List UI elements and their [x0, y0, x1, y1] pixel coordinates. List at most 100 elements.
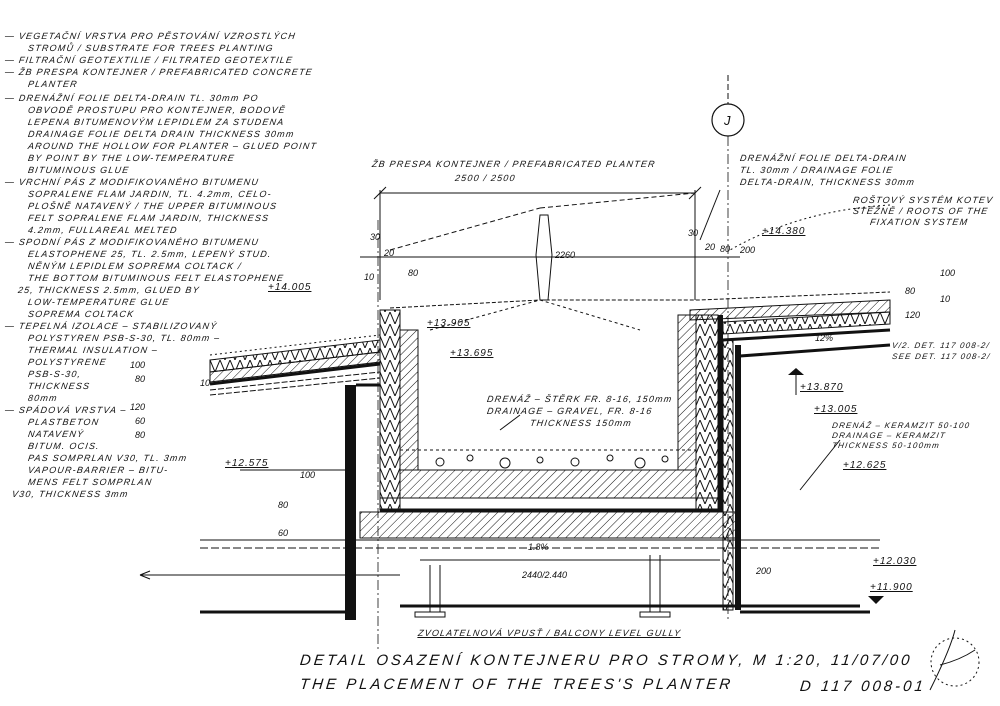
- inner-width: 2260: [555, 250, 576, 260]
- note-line: PSB-S-30,: [27, 369, 83, 379]
- dim: 20: [705, 242, 716, 252]
- note-line: AROUND THE HOLLOW FOR PLANTER – GLUED PO…: [27, 141, 318, 151]
- dim: 30: [688, 228, 699, 238]
- note-line: V30, THICKNESS 3mm: [11, 489, 130, 499]
- dim: 80: [408, 268, 419, 278]
- layer-dim: 60: [135, 416, 146, 426]
- note-line: FELT SOPRALENE FLAM JARDIN, THICKNESS: [27, 213, 270, 223]
- level-13695: +13.695: [450, 348, 494, 359]
- level-12575: +12.575: [225, 458, 269, 469]
- note-line: LEPENA BITUMENOVÝM LEPIDLEM ZA STUDENA: [27, 117, 286, 127]
- dim: 200: [740, 245, 756, 255]
- note-line: OBVODĚ PROSTUPU PRO KONTEJNER, BODOVĚ: [27, 105, 287, 115]
- note-line: TL. 30mm / DRAINAGE FOLIE: [739, 165, 895, 175]
- layer-dim: 120: [130, 402, 146, 412]
- right-roof-build-up: [689, 299, 891, 611]
- note-line: PLOŠNĚ NATAVENÝ / THE UPPER BITUMINOUS: [27, 201, 279, 211]
- slope: 1.8%: [528, 542, 549, 552]
- title-cz: DETAIL OSAZENÍ KONTEJNERU PRO STROMY, M …: [299, 652, 914, 669]
- slope: 12%: [815, 333, 834, 343]
- level-13005: +13.005: [814, 404, 858, 415]
- signature: [929, 629, 976, 691]
- note-line: DRENÁŽ – ŠTĚRK FR. 8-16, 150mm: [486, 394, 674, 404]
- ribbed-slab: [139, 511, 880, 618]
- level-13870: +13.870: [800, 382, 844, 393]
- dim: 60: [278, 528, 289, 538]
- note-line: DRENÁŽNÍ FOLIE DELTA-DRAIN: [739, 153, 908, 163]
- note-line: 4.2mm, FULLAREAL MELTED: [27, 225, 179, 235]
- level-11900: +11.900: [870, 582, 913, 593]
- note-line: 25, THICKNESS 2.5mm, GLUED BY: [17, 285, 201, 295]
- planter-container: [379, 309, 724, 512]
- note-line: DELTA-DRAIN, THICKNESS 30mm: [739, 177, 916, 187]
- gully-label: ZVOLATELNOVÁ VPUSŤ / BALCONY LEVEL GULLY: [417, 628, 682, 638]
- detail-marker-label: J: [724, 113, 731, 128]
- note-line: POLYSTYREN PSB-S-30, TL. 80mm –: [27, 333, 222, 343]
- note-line: — SPODNÍ PÁS Z MODIFIKOVANÉHO BITUMENU: [4, 237, 260, 247]
- note-line: THICKNESS 50-100mm: [831, 441, 941, 450]
- note-line: STROMŮ / SUBSTRATE FOR TREES PLANTING: [27, 43, 275, 53]
- layer-dim: 10: [200, 378, 211, 388]
- dim: 200: [756, 566, 772, 576]
- note-line: 80mm: [27, 393, 59, 403]
- height-dim: 2440/2.440: [522, 570, 568, 580]
- note-line: — ŽB PRESPA KONTEJNER / PREFABRICATED CO…: [4, 67, 314, 77]
- dim: 120: [905, 310, 921, 320]
- note-line: — DRENÁŽNÍ FOLIE DELTA-DRAIN TL. 30mm PO: [4, 93, 260, 103]
- note-line: — SPÁDOVÁ VRSTVA –: [4, 405, 128, 415]
- note-line: PLANTER: [27, 79, 79, 89]
- note-line: DRAINAGE FOLIE DELTA DRAIN THICKNESS 30m…: [27, 129, 296, 139]
- note-line: SOPRALENE FLAM JARDIN, TL. 4.2mm, CELO-: [27, 189, 273, 199]
- note-line: VAPOUR-BARRIER – BITU-: [27, 465, 170, 475]
- note-line: ELASTOPHENE 25, TL. 2.5mm, LEPENÝ STUD.: [27, 249, 273, 259]
- planter-width-dimension: [360, 186, 740, 300]
- level-12625: +12.625: [843, 460, 887, 471]
- note-line: — FILTRAČNÍ GEOTEXTILIE / FILTRATED GEOT…: [4, 55, 294, 65]
- dim: 80: [720, 244, 731, 254]
- note-line: THICKNESS 150mm: [529, 418, 633, 428]
- note-line: THERMAL INSULATION –: [27, 345, 159, 355]
- note-line: NĚNÝM LEPIDLEM SOPREMA COLTACK /: [27, 261, 243, 271]
- dim: 30: [370, 232, 381, 242]
- note-line: THICKNESS: [27, 381, 92, 391]
- layer-dim: 80: [135, 374, 146, 384]
- note-line: — VEGETAČNÍ VRSTVA PRO PĚSTOVÁNÍ VZROSTL…: [4, 31, 297, 41]
- note-line: PAS SOMPRLAN V30, TL. 3mm: [27, 453, 189, 463]
- dim: 80: [905, 286, 916, 296]
- dim: 10: [940, 294, 951, 304]
- dim: 100: [940, 268, 956, 278]
- left-wall: [345, 385, 356, 620]
- note-line: PLASTBETON: [27, 417, 101, 427]
- planter-label: ŽB PRESPA KONTEJNER / PREFABRICATED PLAN…: [371, 159, 657, 169]
- dim: 100: [300, 470, 316, 480]
- level-14380: +14.380: [762, 226, 806, 237]
- dim: 80: [278, 500, 289, 510]
- title-en: THE PLACEMENT OF THE TREES'S PLANTER: [299, 676, 735, 693]
- note-line: BITUM. OCIS.: [27, 441, 101, 451]
- note-line: BITUMINOUS GLUE: [27, 165, 131, 175]
- note-line: SOPREMA COLTACK: [27, 309, 136, 319]
- note-line: NATAVENÝ: [27, 429, 85, 439]
- level-14005: +14.005: [268, 282, 312, 293]
- note-line: SEE DET. 117 008-2/: [891, 352, 992, 361]
- planter-width: 2500 / 2500: [454, 173, 517, 183]
- level-12030: +12.030: [873, 556, 917, 567]
- gravel-drainage: [435, 454, 669, 469]
- note-line: THE BOTTOM BITUMINOUS FELT ELASTOPHENE: [27, 273, 285, 283]
- layer-dim: 100: [130, 360, 146, 370]
- layer-dim: 80: [135, 430, 146, 440]
- note-line: DRAINAGE – GRAVEL, FR. 8-16: [486, 406, 654, 416]
- drawing-number: D 117 008-01: [799, 678, 927, 695]
- note-line: — VRCHNÍ PÁS Z MODIFIKOVANÉHO BITUMENU: [4, 177, 260, 187]
- soil-surface: [389, 291, 891, 309]
- note-line: — TEPELNÁ IZOLACE – STABILIZOVANÝ: [4, 321, 219, 331]
- leader-lines: [240, 189, 891, 491]
- level-13905: +13.905: [427, 318, 471, 329]
- note-line: MENS FELT SOMPRLAN: [27, 477, 154, 487]
- dim: 10: [364, 272, 375, 282]
- note-line: FIXATION SYSTEM: [869, 217, 970, 227]
- dim: 20: [384, 248, 395, 258]
- note-line: POLYSTYRENE: [27, 357, 108, 367]
